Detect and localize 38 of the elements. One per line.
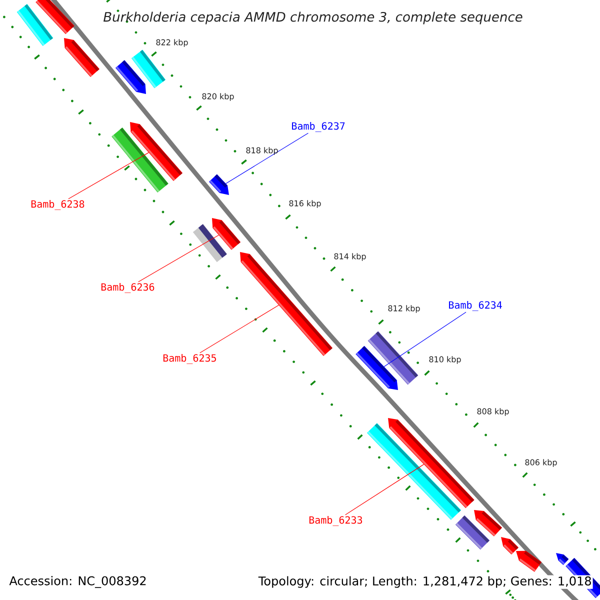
gene-feature: [368, 331, 418, 385]
gene-feature: [366, 423, 462, 520]
summary-text: Topology: circular; Length: 1,281,472 bp; Genes: 1,018: [257, 575, 593, 589]
leader-line: [345, 464, 424, 516]
gene-label: Bamb_6234: [449, 301, 502, 311]
leader-line: [68, 152, 149, 200]
gene-feature: [474, 510, 502, 536]
gene-label: Bamb_6233: [309, 516, 362, 526]
leader-line: [384, 312, 466, 367]
tick-label: 808 kbp: [477, 408, 509, 416]
gene-label: Bamb_6237: [292, 122, 345, 132]
gene-feature: [16, 4, 54, 46]
tick-label: 820 kbp: [202, 93, 234, 101]
leader-line: [226, 132, 308, 184]
gene-feature: [112, 128, 168, 192]
gene-feature: [455, 515, 490, 550]
gene-feature: [516, 550, 542, 572]
leader-line: [138, 234, 220, 282]
gene-feature: [212, 218, 241, 250]
tick-label: 806 kbp: [525, 459, 557, 467]
gene-feature: [192, 224, 228, 262]
gene-feature: [501, 537, 519, 555]
gene-feature: [556, 553, 569, 565]
leader-line: [200, 304, 280, 354]
gene-label: Bamb_6238: [31, 200, 84, 210]
gene-label: Bamb_6235: [163, 354, 216, 364]
tick-label: 822 kbp: [156, 39, 188, 47]
gene-feature: [64, 38, 100, 77]
tick-label: 810 kbp: [429, 356, 461, 364]
gene-label: Bamb_6236: [101, 283, 154, 293]
tick-label: 812 kbp: [388, 305, 420, 313]
gene-feature: [240, 252, 332, 356]
accession-text: Accession: NC_008392: [8, 575, 148, 589]
gene-feature: [115, 60, 146, 94]
tick-label: 816 kbp: [289, 200, 321, 208]
title: Burkholderia cepacia AMMD chromosome 3, complete sequence: [104, 12, 522, 24]
gene-feature: [209, 174, 229, 195]
tick-label: 818 kbp: [246, 147, 278, 155]
